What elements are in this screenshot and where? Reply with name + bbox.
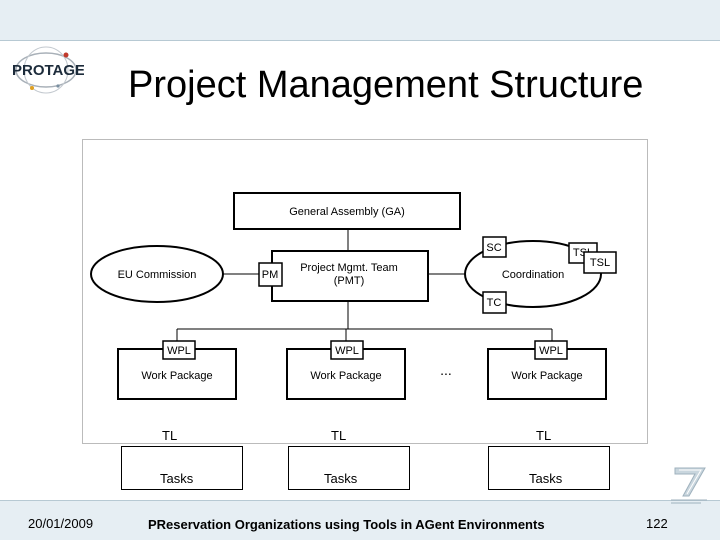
wpl-box-1 xyxy=(162,340,196,360)
sc-label: SC xyxy=(486,242,501,254)
footer-rule xyxy=(0,500,720,501)
tc-box xyxy=(482,291,507,314)
work-package-label-1: Work Package xyxy=(141,370,212,382)
pmt-box xyxy=(271,250,429,302)
footer-band xyxy=(0,500,720,540)
pmt-label-line2: (PMT) xyxy=(334,275,365,287)
pm-box xyxy=(258,262,283,287)
fp7-logo xyxy=(671,467,707,504)
work-package-label-2: Work Package xyxy=(310,370,381,382)
wpl-label-3: WPL xyxy=(539,345,563,357)
pmt-label-line1: Project Mgmt. Team xyxy=(300,262,398,274)
wpl-box-3 xyxy=(534,340,568,360)
eu-commission-ellipse xyxy=(90,245,224,303)
org-diagram: General Assembly (GA) Project Mgmt. Team… xyxy=(90,192,617,400)
tasks-box-3 xyxy=(488,446,610,490)
page-number: 122 xyxy=(646,516,668,531)
tasks-label-1: Tasks xyxy=(160,471,194,486)
general-assembly-label: General Assembly (GA) xyxy=(289,206,405,218)
tsl-label-front: TSL xyxy=(590,257,610,269)
tl-label-3: TL xyxy=(536,428,552,443)
header-rule xyxy=(0,40,720,41)
coordination-label: Coordination xyxy=(502,269,564,281)
tc-label: TC xyxy=(487,297,502,309)
tsl-box-front xyxy=(583,251,617,274)
work-package-label-3: Work Package xyxy=(511,370,582,382)
wpl-box-2 xyxy=(330,340,364,360)
wpl-label-2: WPL xyxy=(335,345,359,357)
page-title: Project Management Structure xyxy=(128,64,644,106)
footer-project-name: PReservation Organizations using Tools i… xyxy=(148,517,545,532)
protage-logo: PROTAGE xyxy=(12,46,84,94)
tl-label-2: TL xyxy=(331,428,347,443)
wpl-label-1: WPL xyxy=(167,345,191,357)
logo-text: PROTAGE xyxy=(12,62,84,79)
tl-label-1: TL xyxy=(162,428,178,443)
tasks-label-2: Tasks xyxy=(324,471,358,486)
header-band xyxy=(0,0,720,40)
tasks-label-3: Tasks xyxy=(529,471,563,486)
ellipsis-label: ... xyxy=(440,362,452,378)
sc-box xyxy=(482,236,507,258)
tasks-box-2 xyxy=(288,446,410,490)
footer-date: 20/01/2009 xyxy=(28,516,94,531)
general-assembly-box xyxy=(233,192,461,230)
pm-label: PM xyxy=(262,269,279,281)
tasks-box-1 xyxy=(121,446,243,490)
eu-commission-label: EU Commission xyxy=(118,269,197,281)
